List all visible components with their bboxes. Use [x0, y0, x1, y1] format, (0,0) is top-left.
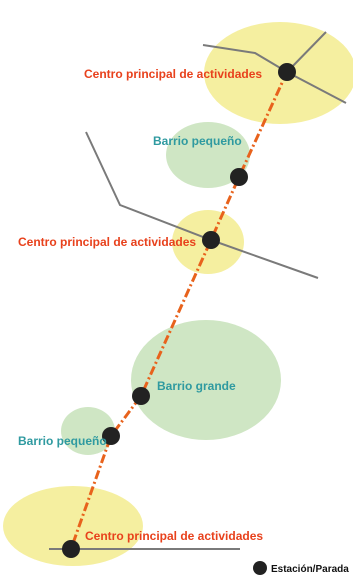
- legend-station-icon: [253, 561, 267, 575]
- neighborhood-zone-small-top: [166, 122, 250, 188]
- label-small-neighborhood-bottom: Barrio pequeño: [18, 434, 107, 448]
- road-middle: [85, 131, 319, 279]
- station-dot-small-bottom: [102, 427, 120, 445]
- label-small-neighborhood-top: Barrio pequeño: [153, 134, 242, 148]
- station-dot-small-top: [230, 168, 248, 186]
- road-top-diagonal: [286, 31, 327, 73]
- station-dot-bottom: [62, 540, 80, 558]
- station-dot-mid: [202, 231, 220, 249]
- label-center-top: Centro principal de actividades: [84, 67, 262, 81]
- neighborhood-zone-small-bottom: [61, 407, 115, 455]
- legend-station-label: Estación/Parada: [271, 564, 349, 575]
- road-top: [202, 44, 347, 104]
- station-dot-large: [132, 387, 150, 405]
- station-dot-top: [278, 63, 296, 81]
- label-large-neighborhood: Barrio grande: [157, 379, 236, 393]
- neighborhood-zone-large: [131, 320, 281, 440]
- activity-center-zone-bottom: [3, 486, 143, 566]
- label-center-mid: Centro principal de actividades: [18, 235, 196, 249]
- label-center-bottom: Centro principal de actividades: [85, 529, 263, 543]
- transit-line: [69, 71, 289, 550]
